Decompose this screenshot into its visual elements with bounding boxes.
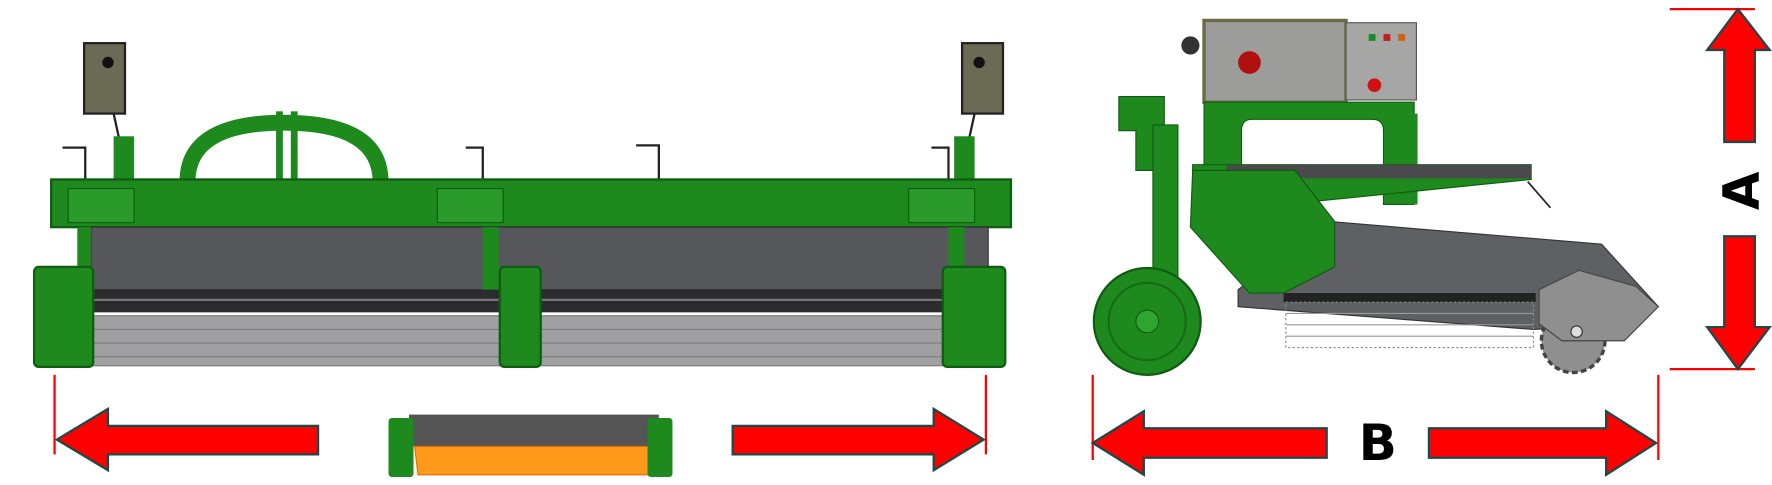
- control-panel: [1345, 22, 1418, 101]
- brush-inset: [388, 414, 673, 478]
- handle-arch: [179, 114, 389, 273]
- control-box: [1202, 18, 1348, 104]
- left-arrow: [54, 406, 320, 473]
- orange-bristles: [413, 445, 654, 476]
- side-plate: [1189, 169, 1336, 294]
- height-dimension: [1669, 7, 1772, 372]
- side-view: [1092, 18, 1660, 376]
- right-camera-box: [960, 42, 1005, 115]
- right-arrow: [731, 406, 986, 473]
- left-wheel: [32, 265, 95, 369]
- right-brush: [533, 315, 978, 367]
- left-camera-box: [82, 42, 127, 115]
- down-arrow: [1704, 235, 1772, 372]
- front-width-dimension: [53, 374, 988, 473]
- side-width-dimension: [1090, 374, 1660, 477]
- up-arrow: [1704, 7, 1772, 144]
- dimension-label-b: B: [1359, 414, 1397, 472]
- dimension-label-a: A: [1712, 171, 1770, 210]
- main-frame: [50, 178, 1013, 229]
- center-wheel: [498, 265, 542, 369]
- b-right-arrow: [1427, 409, 1659, 477]
- left-brush: [67, 315, 503, 367]
- front-view: [32, 42, 1013, 369]
- b-left-arrow: [1090, 409, 1328, 477]
- right-wheel: [941, 265, 1007, 369]
